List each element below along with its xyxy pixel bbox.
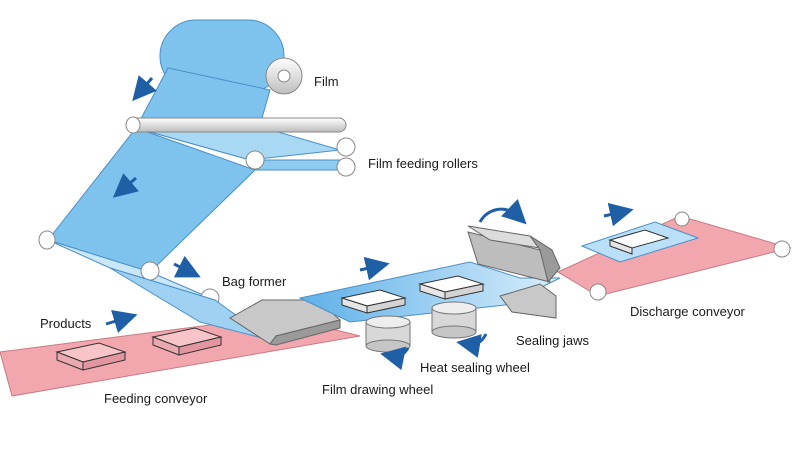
label-film-drawing-wheel: Film drawing wheel (322, 382, 434, 397)
film-web (47, 67, 354, 301)
sealing-jaws (467, 199, 561, 319)
label-products: Products (40, 316, 92, 331)
roller-upper (125, 116, 356, 157)
product-box-1 (55, 342, 127, 371)
flow-arrows (105, 75, 634, 333)
label-film-feeding-rollers: Film feeding rollers (368, 156, 478, 171)
product-box-3 (340, 289, 407, 314)
label-feeding-conveyor: Feeding conveyor (104, 391, 208, 406)
wheel-rotation-arrow-icon (456, 333, 488, 358)
wheel-rotation-arrow-icon (380, 346, 410, 371)
arrow-icon (359, 256, 390, 281)
film-feeding-rollers (245, 150, 356, 177)
arrow-icon (132, 75, 157, 102)
arrow-icon (173, 255, 201, 278)
discharge-conveyor (556, 211, 792, 301)
label-bag-former: Bag former (222, 274, 287, 289)
bag-former (109, 267, 342, 346)
product-box-2 (151, 327, 223, 356)
sealed-package (580, 221, 700, 263)
label-discharge-conveyor: Discharge conveyor (630, 304, 745, 319)
arrow-icon (105, 309, 138, 333)
film-drawing-wheel (365, 315, 411, 353)
label-heat-sealing-wheel: Heat sealing wheel (420, 360, 530, 375)
product-box-4 (418, 275, 485, 300)
heat-sealing-wheel (431, 301, 477, 339)
label-sealing-jaws: Sealing jaws (516, 333, 589, 348)
label-film: Film (314, 74, 339, 89)
arrow-icon (112, 173, 139, 198)
arrow-icon (603, 202, 634, 227)
